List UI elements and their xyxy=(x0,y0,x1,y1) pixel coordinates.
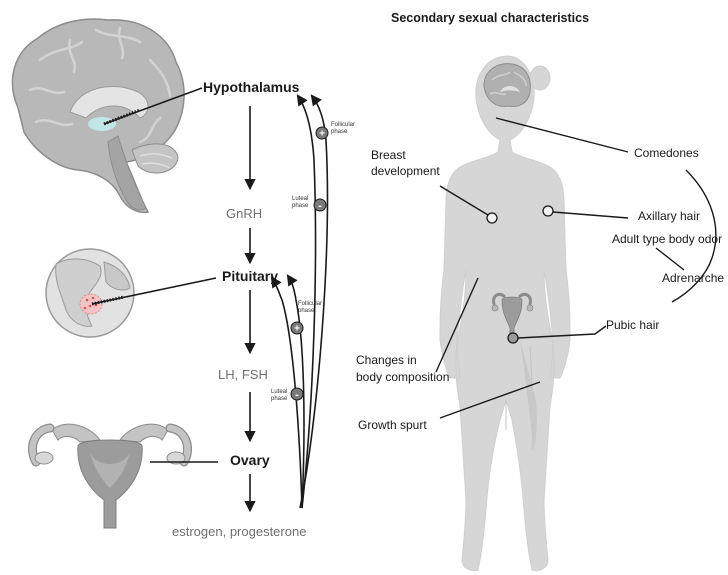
pituitary-illustration xyxy=(46,249,134,337)
hypothalamus-highlight xyxy=(88,117,116,131)
svg-text:-: - xyxy=(295,389,299,401)
svg-text:+: + xyxy=(319,129,325,140)
marker-pubic xyxy=(508,333,518,343)
leader-adrenarche-body-odor xyxy=(656,248,684,270)
label-hypothalamus: Hypothalamus xyxy=(203,79,299,95)
label-adrenarche: Adrenarche xyxy=(662,271,724,285)
svg-text:-: - xyxy=(318,200,322,212)
label-comedones: Comedones xyxy=(634,146,699,160)
label-pubic-hair: Pubic hair xyxy=(606,318,659,332)
marker-axilla-right xyxy=(543,206,553,216)
brain-illustration xyxy=(12,19,184,212)
uterus-illustration xyxy=(32,424,187,528)
label-estrogen-progesterone: estrogen, progesterone xyxy=(172,524,306,539)
label-axillary-hair: Axillary hair xyxy=(638,209,700,223)
feedback-badge-luteal-bottom: - xyxy=(291,388,303,401)
label-growth-spurt: Growth spurt xyxy=(358,418,427,432)
label-pituitary: Pituitary xyxy=(222,268,278,284)
label-ovary: Ovary xyxy=(230,452,270,468)
label-adult-body-odor: Adult type body odor xyxy=(612,232,722,246)
label-gnrh: GnRH xyxy=(226,206,262,221)
marker-breast-left xyxy=(487,213,497,223)
feedback-badge-follicular-bottom: + xyxy=(291,322,303,335)
svg-text:+: + xyxy=(294,324,300,335)
page-title: Secondary sexual characteristics xyxy=(391,11,589,25)
label-lh-fsh: LH, FSH xyxy=(218,367,268,382)
head-brain-illustration xyxy=(484,64,530,107)
feedback-badge-follicular-top: + xyxy=(316,127,328,140)
